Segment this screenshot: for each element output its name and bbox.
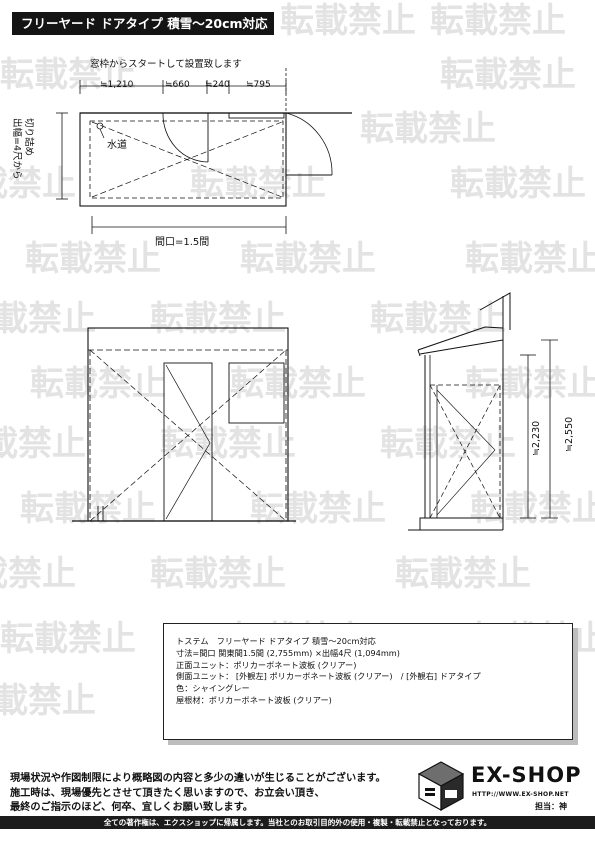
- watermark-text: 転載禁止: [470, 489, 595, 529]
- watermark-text: 転載禁止: [450, 164, 586, 204]
- watermark-text: 転載禁止: [280, 1, 416, 41]
- watermark-text: 転載禁止: [465, 239, 595, 279]
- person-in-charge: 担当：神: [535, 802, 567, 811]
- height-label: ≒2,230: [531, 421, 542, 456]
- watermark-text: 転載禁止: [380, 424, 516, 464]
- plan-view: 窓枠からスタートして設置致します ≒1,210 ≒660 ≒240 ≒795 水: [11, 58, 352, 248]
- watermark-text: 転載禁止: [250, 489, 386, 529]
- watermark-text: 転載禁止: [0, 681, 96, 721]
- cube-logo-icon: [417, 761, 465, 812]
- watermark-text: 転載禁止: [190, 164, 326, 204]
- watermark-text: 転載禁止: [370, 299, 506, 339]
- watermark-text: 転載禁止: [465, 364, 595, 404]
- watermark-text: 転載禁止: [0, 554, 76, 594]
- water-label: 水道: [107, 138, 127, 151]
- height-label: ≒2,550: [564, 417, 575, 452]
- notice-line: 現場状況や作図制限により概略図の内容と多少の違いが生じることがございます。: [10, 773, 386, 784]
- notice-line: 施工時は、現場優先とさせて頂きたく思いますので、お立会い頂き、: [10, 787, 325, 799]
- watermark-text: 転載禁止: [395, 554, 531, 594]
- width-label: 間口=1.5間: [155, 236, 209, 248]
- watermark-text: 転載禁止: [150, 299, 286, 339]
- dimension-label: ≒795: [246, 80, 271, 90]
- watermark-text: 転載禁止: [230, 364, 366, 404]
- watermark-text: 転載禁止: [360, 109, 496, 149]
- depth-label: 出幅=4尺から: [11, 118, 23, 180]
- watermark-layer: 転載禁止 転載禁止 転載禁止 転載禁止 転載禁止 転載禁止 転載禁止 転載禁止 …: [0, 1, 595, 721]
- brand-name: EX-SHOP: [471, 763, 582, 787]
- spec-line: 寸法=間口 関東間1.5間 (2,755mm) ×出幅4尺 (1,094mm): [176, 647, 400, 658]
- spec-box: トステム フリーヤード ドアタイプ 積雪～20cm対応 寸法=間口 関東間1.5…: [163, 623, 573, 740]
- brand-url: HTTP://WWW.EX-SHOP.NET: [472, 791, 569, 798]
- watermark-text: 転載禁止: [0, 299, 96, 339]
- spec-line: トステム フリーヤード ドアタイプ 積雪～20cm対応: [176, 636, 376, 646]
- notice-line: 最終のご指示のほど、何卒、宜しくお願い致します。: [10, 802, 253, 814]
- copyright-footer: 全ての著作権は、エクスショップに帰属します。当社とのお取引目的外の使用・複製・転…: [0, 816, 595, 829]
- front-elevation: [72, 327, 296, 522]
- depth-label: 切り詰め: [23, 118, 35, 156]
- watermark-text: 転載禁止: [240, 239, 376, 279]
- watermark-text: 転載禁止: [440, 55, 576, 95]
- side-elevation: ≒2,230 ≒2,550: [408, 292, 575, 531]
- dimension-label: ≒1,210: [100, 80, 134, 90]
- page-title: フリーヤード ドアタイプ 積雪～20cm対応: [12, 12, 274, 35]
- dimension-label: ≒660: [165, 80, 190, 90]
- watermark-text: 転載禁止: [0, 424, 86, 464]
- spec-line: 正面ユニット：ポリカーボネート波板 (クリアー): [176, 659, 357, 670]
- watermark-text: 転載禁止: [160, 424, 296, 464]
- spec-line: 側面ユニット： [外観左] ポリカーボネート波板 (クリアー) / [外観右] …: [176, 671, 481, 682]
- watermark-text: 転載禁止: [0, 55, 136, 95]
- notice-text: 現場状況や作図制限により概略図の内容と多少の違いが生じることがございます。 施工…: [10, 772, 410, 816]
- watermark-text: 転載禁止: [150, 554, 286, 594]
- watermark-text: 転載禁止: [0, 164, 76, 204]
- spec-line: 屋根材：ポリカーボネート波板 (クリアー): [176, 694, 332, 705]
- watermark-text: 転載禁止: [430, 1, 566, 41]
- dimension-label: ≒240: [205, 80, 230, 90]
- spec-line: 色：シャイングレー: [176, 683, 250, 694]
- watermark-text: 転載禁止: [25, 239, 161, 279]
- start-note: 窓枠からスタートして設置致します: [90, 58, 242, 70]
- brand-logo: EX-SHOP HTTP://WWW.EX-SHOP.NET: [415, 760, 585, 812]
- watermark-text: 転載禁止: [30, 364, 166, 404]
- watermark-text: 転載禁止: [0, 619, 136, 659]
